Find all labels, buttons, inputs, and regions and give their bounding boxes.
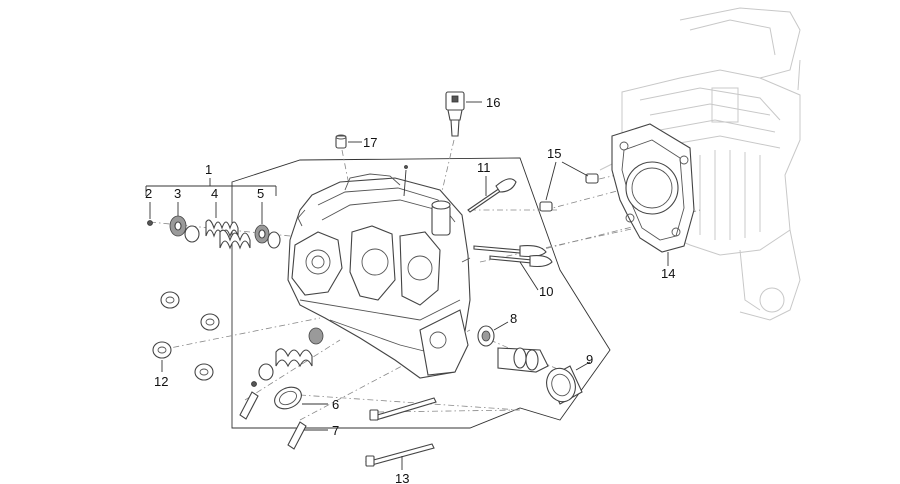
leader-1: [145, 178, 277, 196]
part-15-dowels: [539, 161, 599, 212]
callout-8: 8: [510, 311, 517, 326]
callout-1: 1: [205, 162, 212, 177]
callout-3: 3: [174, 186, 181, 201]
part-17-pin: [335, 134, 362, 149]
camshaft: [497, 347, 549, 373]
lower-valve-spring-group: [251, 327, 324, 387]
callout-7: 7: [332, 423, 339, 438]
part-3-retainer: [169, 202, 200, 243]
background-engine-block: [599, 7, 801, 321]
callout-17: 17: [363, 135, 377, 150]
callout-11: 11: [477, 160, 491, 175]
callout-12: 12: [154, 374, 168, 389]
part-5-valve-seal: [254, 202, 281, 249]
part-6-o-ring: [274, 386, 328, 410]
callout-5: 5: [257, 186, 264, 201]
part-8-bearing: [477, 321, 509, 347]
callout-9: 9: [586, 352, 593, 367]
part-14-gasket: [611, 123, 695, 266]
part-9-needle-bearing: [546, 361, 591, 405]
callout-13: 13: [395, 471, 409, 484]
callout-10: 10: [539, 284, 553, 299]
part-7-dowel-pins: [239, 391, 328, 450]
callout-14: 14: [661, 266, 675, 281]
assembly-group-outline: [231, 157, 611, 429]
callout-15: 15: [547, 146, 561, 161]
part-10-valves: [473, 245, 553, 291]
part-2-screw: [147, 202, 153, 226]
part-4-valve-springs: [205, 202, 251, 250]
part-11-valve: [467, 176, 517, 213]
callout-2: 2: [145, 186, 152, 201]
part-13-stud-bolts: [365, 397, 437, 470]
callout-16: 16: [486, 95, 500, 110]
callout-4: 4: [211, 186, 218, 201]
callout-6: 6: [332, 397, 339, 412]
cylinder-head: [287, 165, 471, 379]
part-16-sensor: [445, 91, 482, 137]
part-12-nuts: [152, 291, 220, 381]
